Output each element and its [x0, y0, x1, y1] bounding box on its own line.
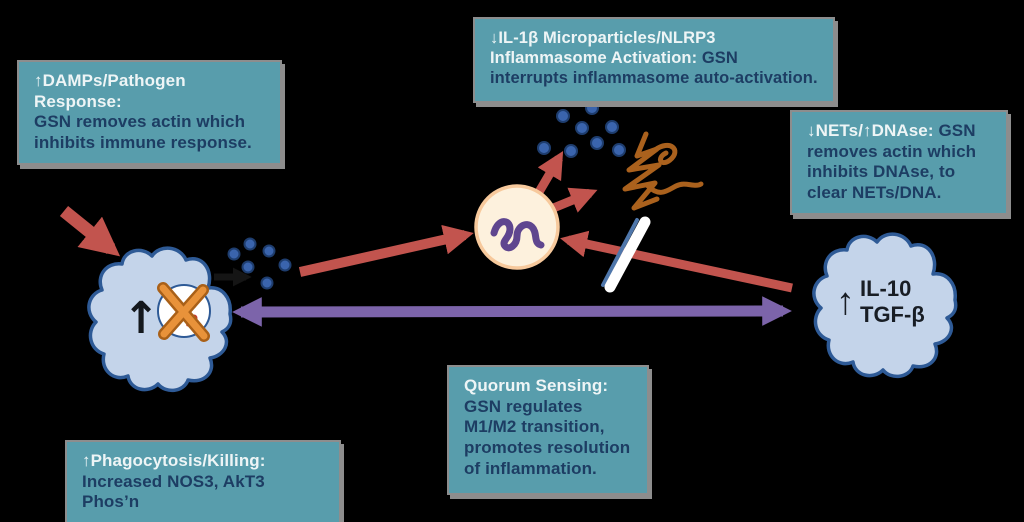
box-il1b-body: GSN interrupts inflammasome auto-activat… [490, 49, 818, 88]
arrow-vesicle-to-nets [549, 187, 598, 214]
killed-pathogen-x-icon [157, 282, 210, 342]
box-damps-pathogen: ↑DAMPs/Pathogen Response: GSN removes ac… [17, 60, 282, 165]
box-phago-body: Increased NOS3, AkT3 Phos’n [82, 471, 265, 512]
m2-cytokines-label: ↑ IL-10 TGF-β [836, 276, 925, 329]
box-nets-body: GSN removes actin which inhibits DNAse, … [807, 121, 977, 203]
microparticles-upper-cluster [537, 101, 626, 158]
arrow-m2-to-vesicle-inhibited [560, 230, 793, 293]
arrow-quorum-bidirectional [232, 296, 792, 327]
m2-macrophage-cell [812, 232, 958, 379]
m1-up-arrow: ↑ [123, 293, 160, 344]
box-nets-heading: ↓NETs/↑DNAse: [807, 121, 934, 140]
box-quorum-heading: Quorum Sensing: [464, 376, 609, 395]
net-dna-icon [622, 131, 704, 211]
arrow-damps-to-m1 [59, 205, 121, 257]
m2-cell-body [812, 232, 958, 379]
box-il1b-inflammasome: ↓IL-1β Microparticles/NLRP3 Inflammasome… [473, 17, 835, 103]
inhibition-slash-icon [601, 216, 651, 293]
m2-up-arrow: ↑ [836, 281, 855, 324]
box-phago-heading: ↑Phagocytosis/Killing: [82, 451, 266, 470]
box-quorum-sensing: Quorum Sensing: GSN regulates M1/M2 tran… [447, 365, 649, 495]
box-nets-dnase: ↓NETs/↑DNAse: GSN removes actin which in… [790, 110, 1008, 215]
box-il1b-heading: ↓IL-1β Microparticles/NLRP3 Inflammasome… [490, 29, 716, 68]
actin-squiggle-icon [490, 218, 545, 252]
arrow-microparticles-to-vesicle [298, 224, 474, 277]
box-damps-body: GSN removes actin which inhibits immune … [34, 112, 252, 153]
m1-macrophage-cell: ↑ [87, 246, 233, 393]
box-phagocytosis: ↑Phagocytosis/Killing: Increased NOS3, A… [65, 440, 341, 522]
microparticles-left-cluster [227, 237, 292, 290]
m2-cytokine-tgfb: TGF-β [860, 302, 925, 328]
m2-cytokine-il10: IL-10 [860, 276, 912, 301]
arrow-vesicle-to-microparticles [535, 151, 564, 195]
box-quorum-body: GSN regulates M1/M2 transition, promotes… [464, 396, 631, 478]
vesicle-cell [474, 184, 560, 270]
box-damps-heading: ↑DAMPs/Pathogen Response: [34, 71, 186, 111]
